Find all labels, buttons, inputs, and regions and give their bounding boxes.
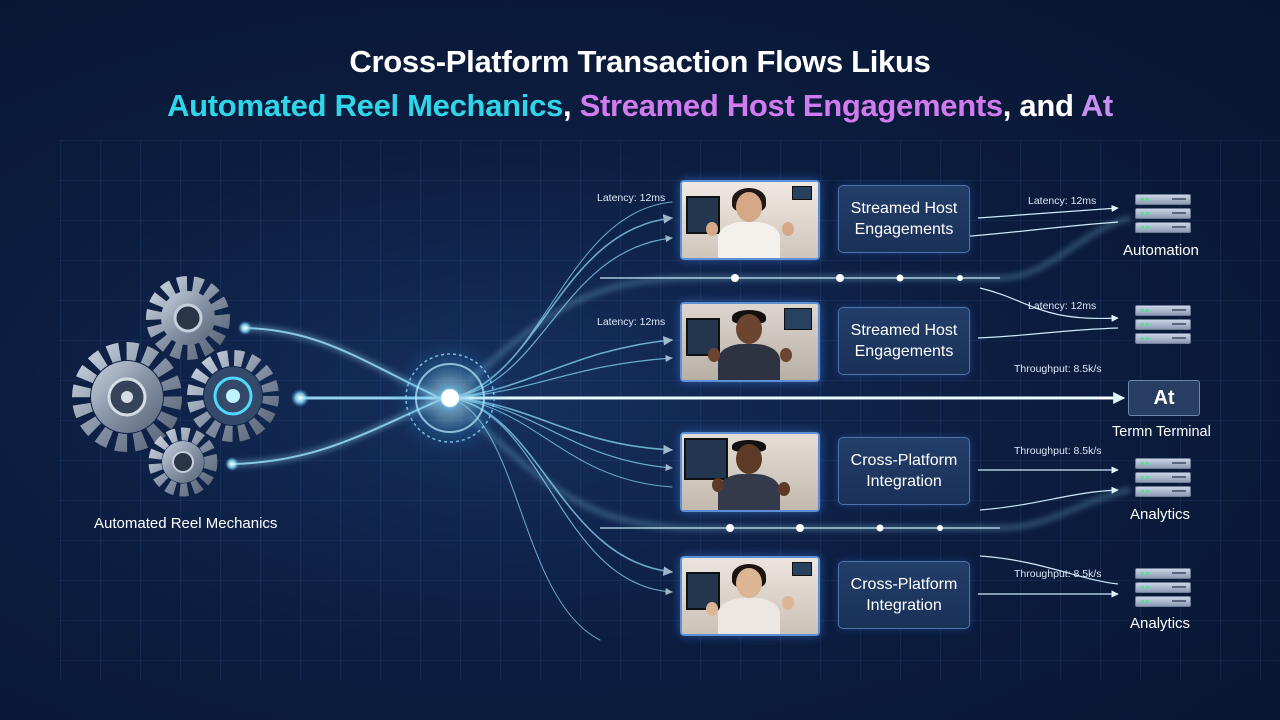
server-icon bbox=[1135, 568, 1191, 610]
host-label-2: Streamed Host Engagements bbox=[850, 322, 958, 360]
title-separator-1: , bbox=[562, 88, 572, 123]
latency-label-card-2: Latency: 12ms bbox=[597, 316, 666, 328]
server-icon bbox=[1135, 458, 1191, 500]
gear-icon bbox=[148, 427, 218, 497]
throughput-label-out-3: Throughput: 8.5k/s bbox=[1014, 445, 1102, 457]
title-automated-reel: Automated Reel Mechanics bbox=[167, 88, 563, 123]
host-video-card-4[interactable] bbox=[680, 556, 820, 636]
source-label: Automated Reel Mechanics bbox=[94, 515, 278, 532]
server-icon bbox=[1135, 305, 1191, 347]
title-at: At bbox=[1080, 88, 1113, 123]
host-label-box-2[interactable]: Streamed Host Engagements bbox=[838, 307, 970, 375]
data-band-upper bbox=[468, 215, 1131, 383]
host-label-box-4[interactable]: Cross-Platform Integration bbox=[838, 561, 970, 629]
destination-label-analytics-1: Analytics bbox=[1130, 506, 1191, 523]
gear-icon bbox=[187, 350, 279, 442]
hub-icon bbox=[388, 336, 512, 460]
host-label-1: Streamed Host Engagements bbox=[850, 200, 958, 238]
throughput-label-out-4: Throughput: 8.5k/s bbox=[1014, 568, 1102, 580]
host-video-card-2[interactable] bbox=[680, 302, 820, 382]
terminal-box[interactable]: At bbox=[1128, 380, 1200, 416]
title-line-1: Cross-Platform Transaction Flows Likus bbox=[349, 44, 931, 79]
host-video-card-3[interactable] bbox=[680, 432, 820, 512]
destination-label-terminal: Termn Terminal bbox=[1112, 424, 1211, 440]
gear-icon bbox=[72, 342, 182, 452]
title-streamed-host: Streamed Host Engagements bbox=[579, 88, 1003, 123]
host-label-3: Cross-Platform Integration bbox=[850, 452, 958, 490]
title-separator-2: , and bbox=[1002, 88, 1074, 123]
host-video-card-1[interactable] bbox=[680, 180, 820, 260]
latency-label-out-2: Latency: 12ms bbox=[1028, 300, 1097, 312]
destination-label-automation: Automation bbox=[1123, 242, 1199, 259]
host-label-box-3[interactable]: Cross-Platform Integration bbox=[838, 437, 970, 505]
data-band-lower bbox=[467, 413, 1131, 532]
host-label-box-1[interactable]: Streamed Host Engagements bbox=[838, 185, 970, 253]
server-icon bbox=[1135, 194, 1191, 236]
page-title: Cross-Platform Transaction Flows Likus A… bbox=[0, 44, 1280, 124]
latency-label-card-1: Latency: 12ms bbox=[597, 192, 666, 204]
throughput-label-main: Throughput: 8.5k/s bbox=[1014, 363, 1102, 375]
destination-label-analytics-2: Analytics bbox=[1130, 615, 1191, 632]
gear-icon bbox=[146, 276, 230, 360]
latency-label-out-1: Latency: 12ms bbox=[1028, 195, 1097, 207]
host-label-4: Cross-Platform Integration bbox=[850, 576, 958, 614]
title-line-2: Automated Reel Mechanics, Streamed Host … bbox=[0, 88, 1280, 124]
output-arrows bbox=[919, 204, 1119, 598]
